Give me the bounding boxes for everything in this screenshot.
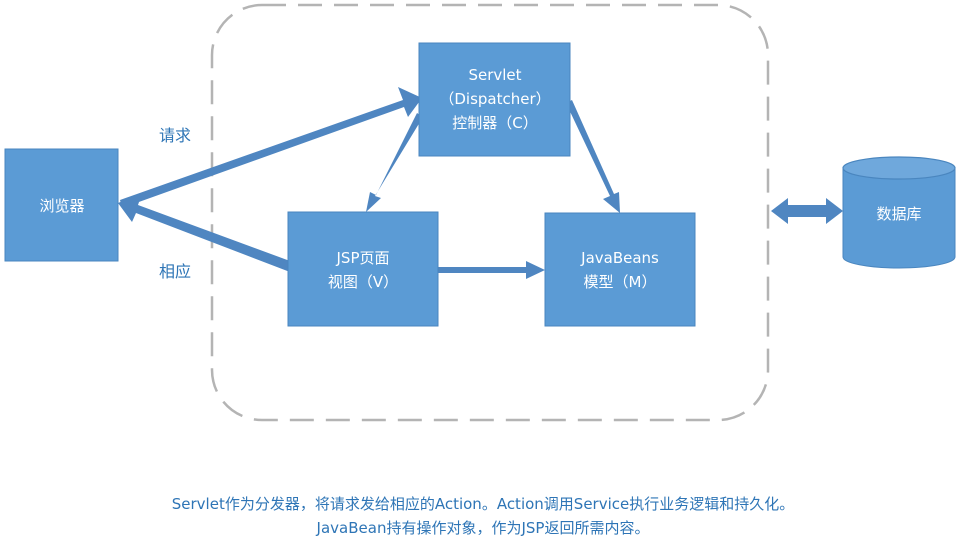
container-boundary: [210, 3, 770, 422]
browser-node: 浏览器: [4, 148, 119, 262]
servlet-title: Servlet: [468, 66, 521, 84]
servlet-controller-node: Servlet （Dispatcher） 控制器（C）: [418, 42, 571, 157]
servlet-to-model-arrow: [566, 100, 620, 213]
response-label: 相应: [159, 262, 191, 281]
servlet-to-jsp-arrow: [366, 113, 423, 212]
jsp-view-node: JSP页面 视图（V）: [287, 211, 439, 327]
javabeans-model-node: JavaBeans 模型（M）: [544, 212, 696, 327]
servlet-controller-label: 控制器（C）: [452, 114, 537, 132]
database-label: 数据库: [876, 205, 921, 223]
browser-label: 浏览器: [39, 197, 84, 215]
javabeans-title: JavaBeans: [580, 249, 659, 267]
diagram-caption: Servlet作为分发器，将请求发给相应的Action。Action调用Serv…: [0, 492, 966, 540]
request-label: 请求: [159, 126, 191, 145]
jsp-title: JSP页面: [336, 249, 390, 267]
view-to-model-arrow: [438, 261, 545, 279]
caption-line-1: Servlet作为分发器，将请求发给相应的Action。Action调用Serv…: [171, 495, 795, 513]
servlet-dispatcher-label: （Dispatcher）: [439, 90, 550, 108]
request-arrow: [120, 87, 422, 208]
response-arrow: [118, 193, 290, 272]
jsp-view-label: 视图（V）: [328, 273, 398, 291]
model-database-double-arrow: [771, 198, 843, 224]
caption-line-2: JavaBean持有操作对象，作为JSP返回所需内容。: [316, 519, 650, 537]
database-node: 数据库: [842, 156, 956, 269]
javabeans-model-label: 模型（M）: [584, 273, 657, 291]
